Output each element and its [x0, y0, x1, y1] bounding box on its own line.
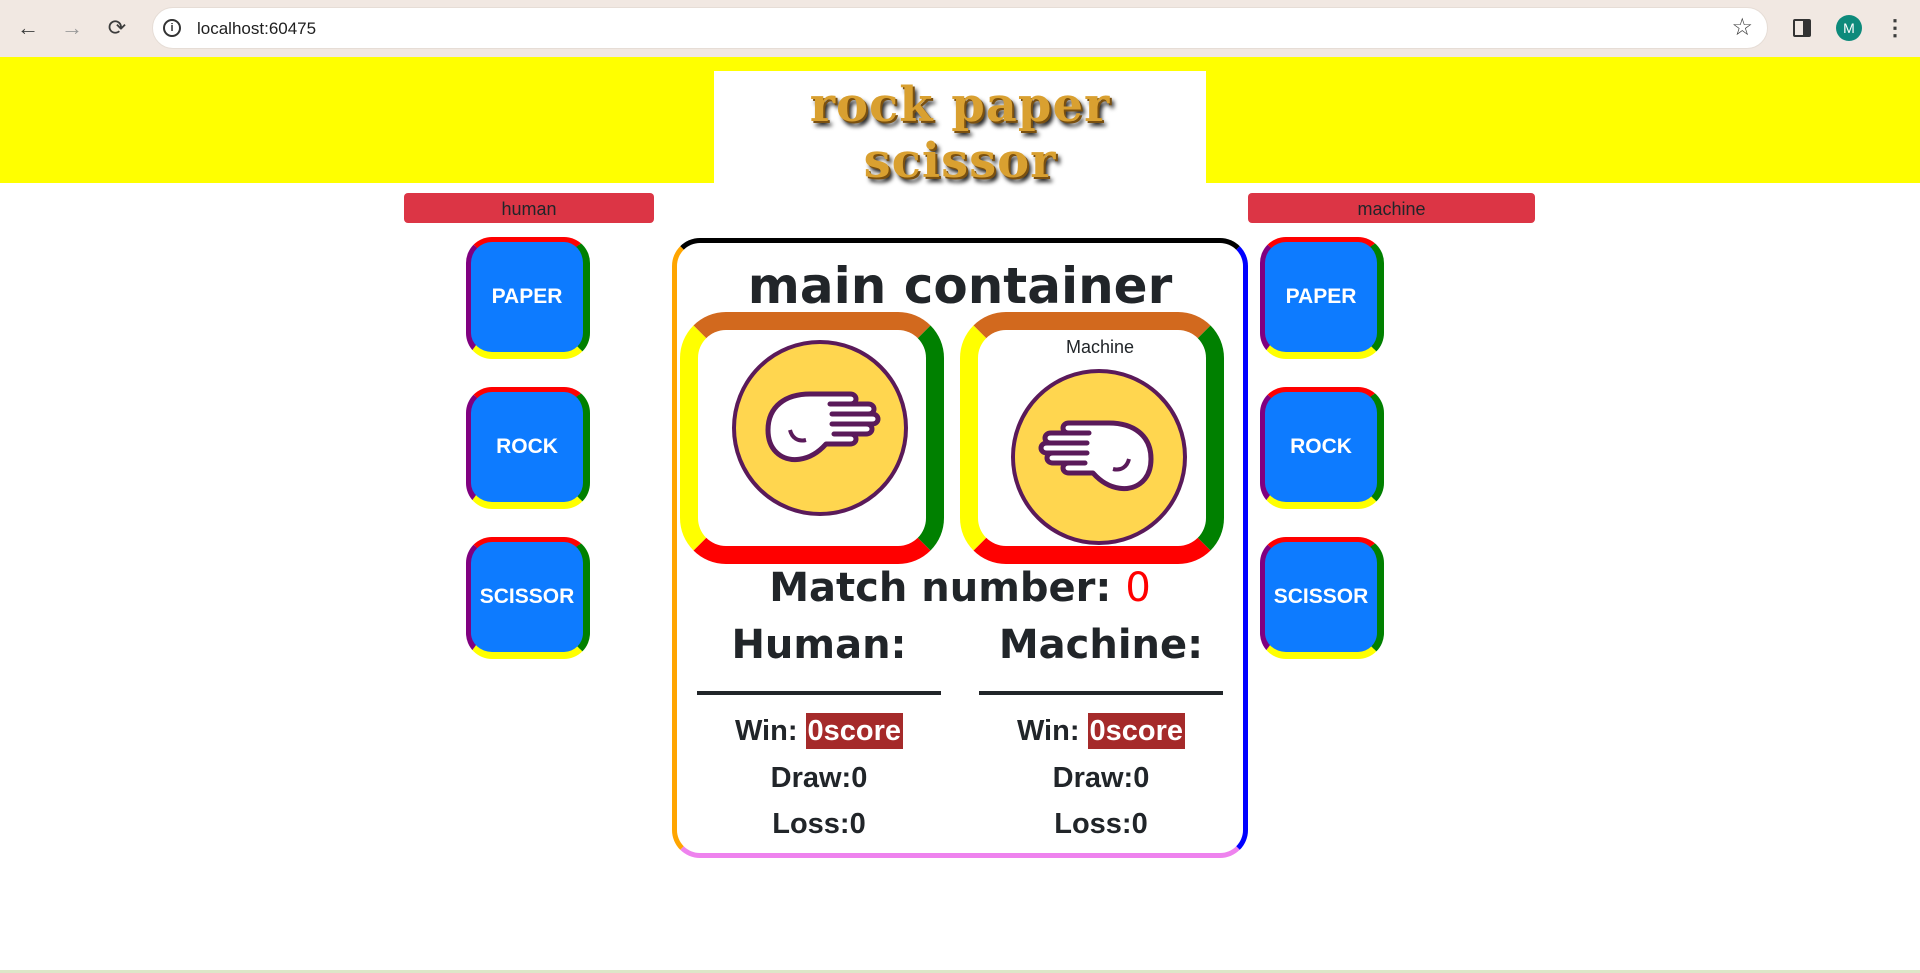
- forward-icon[interactable]: →: [61, 15, 83, 40]
- page-bottom-divider: [0, 970, 1920, 973]
- menu-icon[interactable]: ⋮: [1884, 15, 1906, 40]
- human-label: human: [404, 193, 654, 223]
- human-loss: Loss:0: [772, 808, 866, 840]
- human-hand-icon: [732, 340, 908, 516]
- reload-icon[interactable]: ⟳: [107, 15, 127, 40]
- machine-hand-icon: [1011, 369, 1187, 545]
- main-title: main container: [747, 257, 1173, 315]
- human-win-label: Win:: [734, 715, 798, 747]
- machine-label: machine: [1248, 193, 1535, 223]
- machine-paper-button[interactable]: PAPER: [1260, 237, 1384, 359]
- machine-win-label: Win:: [1016, 715, 1080, 747]
- profile-avatar[interactable]: M: [1836, 15, 1862, 41]
- logo: rock paper scissor: [714, 71, 1206, 189]
- human-draw: Draw:0: [770, 762, 868, 794]
- machine-rock-button[interactable]: ROCK: [1260, 387, 1384, 509]
- machine-loss: Loss:0: [1054, 808, 1148, 840]
- match-number: Match number: 0: [672, 565, 1248, 611]
- site-info-icon[interactable]: i: [163, 19, 181, 37]
- machine-heading: Machine:: [998, 622, 1204, 668]
- human-win-score: 0score: [805, 713, 904, 749]
- side-panel-icon[interactable]: [1793, 19, 1811, 37]
- machine-scissor-button[interactable]: SCISSOR: [1260, 537, 1384, 659]
- machine-draw: Draw:0: [1052, 762, 1150, 794]
- machine-win: Win: 0score: [979, 713, 1223, 749]
- human-paper-button[interactable]: PAPER: [466, 237, 590, 359]
- human-rock-button[interactable]: ROCK: [466, 387, 590, 509]
- human-scissor-button[interactable]: SCISSOR: [466, 537, 590, 659]
- human-win: Win: 0score: [697, 713, 941, 749]
- machine-caption: Machine: [1065, 337, 1135, 357]
- browser-toolbar: ← → ⟳ i localhost:60475 ☆ M ⋮: [0, 0, 1920, 57]
- machine-win-score: 0score: [1087, 713, 1186, 749]
- human-divider: [697, 691, 941, 695]
- machine-divider: [979, 691, 1223, 695]
- address-bar[interactable]: i localhost:60475 ☆: [152, 7, 1768, 49]
- main-container: main container: [672, 238, 1248, 858]
- back-icon[interactable]: ←: [17, 15, 39, 40]
- human-heading: Human:: [731, 622, 907, 668]
- match-value: 0: [1125, 565, 1151, 611]
- match-label: Match number:: [769, 565, 1112, 611]
- url-text[interactable]: localhost:60475: [197, 19, 317, 38]
- bookmark-star-icon[interactable]: ☆: [1731, 14, 1753, 41]
- logo-text: rock paper scissor: [809, 77, 1111, 189]
